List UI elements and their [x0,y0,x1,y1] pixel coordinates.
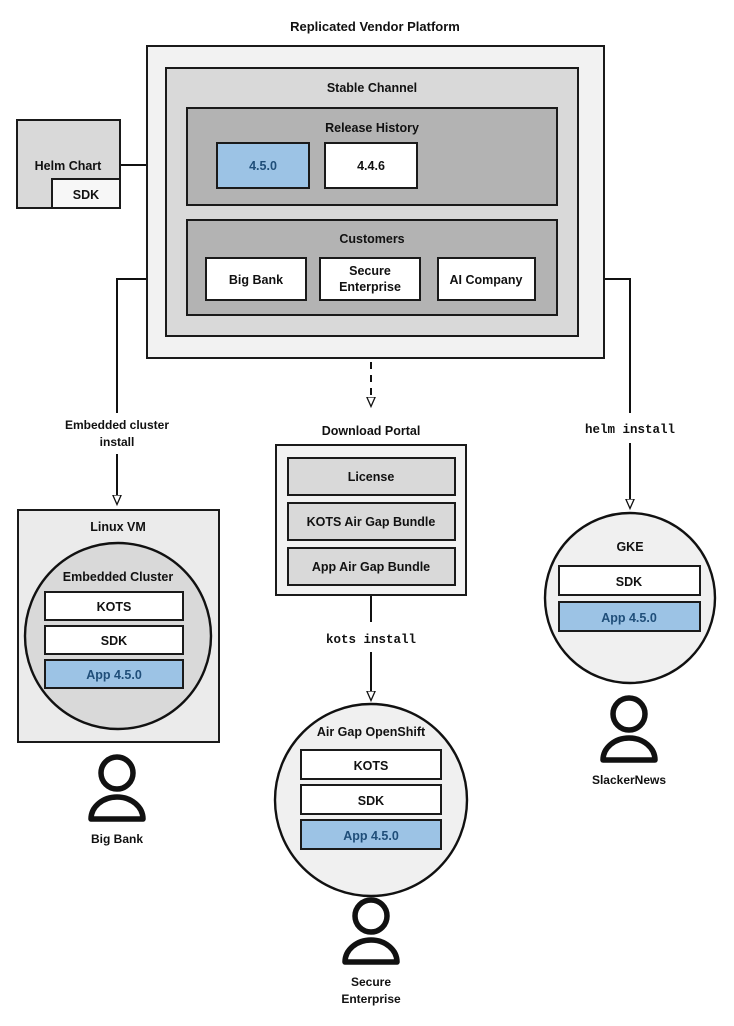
release-box-current[interactable] [216,142,310,189]
linux-vm-title: Linux VM [90,520,146,534]
airgap-component-app-label: App 4.5.0 [343,829,399,843]
actor-big-bank-icon [88,754,146,822]
portal-item-kots-airgap-label: KOTS Air Gap Bundle [307,515,436,529]
customer-label-secure-enterprise-line2: Enterprise [339,280,401,294]
helm-chart-sdk-label: SDK [73,188,99,202]
linux-vm-component-sdk-label: SDK [101,634,127,648]
gke-title: GKE [616,540,643,554]
linux-vm-component-kots-label: KOTS [97,600,132,614]
release-version-current: 4.5.0 [249,159,277,173]
gke-circle [543,511,717,685]
gke-component-app[interactable] [558,601,701,632]
airgap-component-kots-label: KOTS [354,759,389,773]
release-box-previous[interactable] [324,142,418,189]
airgap-component-kots[interactable] [300,749,442,780]
linux-vm-component-sdk[interactable] [44,625,184,655]
portal-item-app-airgap-label: App Air Gap Bundle [312,560,430,574]
flow-label-embedded-install-line2: install [100,435,135,449]
release-version-previous: 4.4.6 [357,159,385,173]
release-history-title: Release History [325,121,419,135]
flow-label-kots-install: kots install [326,633,416,647]
actor-secure-enterprise-label-line2: Enterprise [341,992,401,1006]
actor-slackernews-icon [600,695,658,763]
customer-box-ai-company[interactable] [437,257,536,301]
portal-item-kots-airgap[interactable] [287,502,456,541]
customer-label-ai-company: AI Company [450,273,523,287]
embedded-cluster-title: Embedded Cluster [63,570,174,584]
actor-secure-enterprise-icon [342,897,400,965]
helm-chart-label: Helm Chart [35,159,103,173]
customers-title: Customers [339,232,404,246]
gke-component-sdk[interactable] [558,565,701,596]
portal-item-license-label: License [348,470,395,484]
download-portal-title: Download Portal [322,424,421,438]
customer-label-big-bank: Big Bank [229,273,283,287]
gke-component-app-label: App 4.5.0 [601,611,657,625]
flow-label-embedded-install-line1: Embedded cluster [65,418,169,432]
airgap-component-app[interactable] [300,819,442,850]
portal-item-app-airgap[interactable] [287,547,456,586]
stable-channel-title: Stable Channel [327,81,417,95]
portal-item-license[interactable] [287,457,456,496]
actor-secure-enterprise-label-line1: Secure [351,975,391,989]
customer-box-big-bank[interactable] [205,257,307,301]
airgap-openshift-title: Air Gap OpenShift [317,725,426,739]
flow-label-helm-install: helm install [585,423,675,437]
customer-label-secure-enterprise-line1: Secure [349,264,391,278]
linux-vm-component-app-label: App 4.5.0 [86,668,142,682]
actor-big-bank-label: Big Bank [91,832,143,846]
helm-chart-sdk-box[interactable] [51,178,121,209]
linux-vm-component-kots[interactable] [44,591,184,621]
customer-box-secure-enterprise[interactable] [319,257,421,301]
airgap-component-sdk[interactable] [300,784,442,815]
actor-slackernews-label: SlackerNews [592,773,666,787]
linux-vm-component-app[interactable] [44,659,184,689]
gke-component-sdk-label: SDK [616,575,642,589]
page-title: Replicated Vendor Platform [290,19,460,34]
airgap-component-sdk-label: SDK [358,794,384,808]
